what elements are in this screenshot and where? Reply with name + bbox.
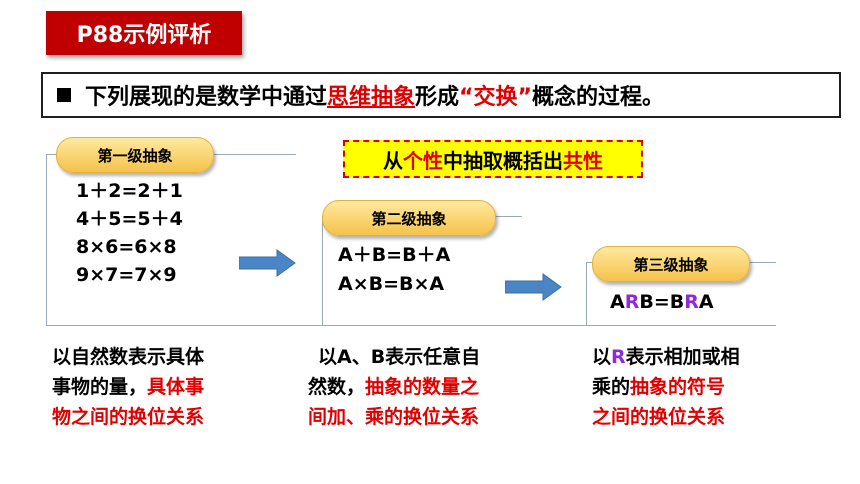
level3-eq-a: A [610,291,625,313]
desc3-line2: 乘的抽象的符号 [592,372,740,402]
desc2-line2: 然数，抽象的数量之 [308,372,480,402]
intro-statement: 下列展现的是数学中通过 思维抽象 形成 “交换” 概念的过程。 [41,72,841,118]
callout-text-a: 从 [383,148,403,173]
page-title: P88示例评析 [46,11,242,55]
desc2-line3: 间加、乘的换位关系 [308,406,480,428]
desc3-line2a: 乘的 [592,376,631,398]
desc2-line1: 以A、B表示任意自 [318,346,481,368]
level2-equation: A×B=B×A [338,273,445,295]
desc2-line2a: 然数， [308,376,366,398]
intro-text-pre: 下列展现的是数学中通过 [85,85,328,110]
desc1-line3: 物之间的换位关系 [52,406,205,428]
callout-commonality: 共性 [563,148,603,173]
desc1-line2: 事物的量，具体事 [52,372,204,402]
level1-equation: 8×6=6×8 [76,236,177,258]
level2-label: 第二级抽象 [322,200,496,236]
level3-equation: ARB=BRA [610,289,714,315]
level3-eq-b: B=B [639,291,685,313]
level2-description: 以A、B表示任意自 然数，抽象的数量之 间加、乘的换位关系 [308,342,480,432]
level1-equation: 9×7=7×9 [76,264,177,286]
intro-text-post: 概念的过程。 [531,85,664,110]
level3-eq-r1: R [624,291,640,313]
square-bullet-icon [57,88,71,102]
desc3-line2b: 抽象的符号 [630,376,726,398]
level2-equation: A＋B=B＋A [338,244,451,266]
intro-text-mid: 形成 [415,85,460,110]
desc3-line1: 以R表示相加或相 [592,342,740,372]
desc1-line2a: 事物的量， [52,376,148,398]
level1-equation: 4＋5=5＋4 [76,208,183,230]
level1-description: 以自然数表示具体 事物的量，具体事 物之间的换位关系 [52,342,204,432]
desc2-line2b: 抽象的数量之 [365,376,480,398]
section-divider [46,325,776,326]
right-arrow-icon [505,273,562,301]
desc3-line3: 之间的换位关系 [592,406,726,428]
level3-eq-c: A [698,291,714,313]
level3-label: 第三级抽象 [592,246,750,282]
desc1-line2b: 具体事 [147,376,205,398]
intro-highlight-exchange: “交换” [459,85,532,110]
level1-equation: 1＋2=2＋1 [76,180,183,202]
level3-eq-r2: R [684,291,699,313]
level3-description: 以R表示相加或相 乘的抽象的符号 之间的换位关系 [592,342,740,432]
callout-individuality: 个性 [403,148,443,173]
desc3-line1a: 以 [592,346,612,368]
generalization-callout: 从 个性 中抽取概括出 共性 [343,140,643,178]
level1-label: 第一级抽象 [56,137,214,173]
desc3-line1b: 表示相加或相 [625,346,740,368]
intro-highlight-thinking-abstraction: 思维抽象 [327,85,416,110]
callout-text-c: 中抽取概括出 [443,148,563,173]
desc1-line1: 以自然数表示具体 [52,346,205,368]
right-arrow-icon [239,249,296,277]
desc3-line1r: R [611,346,626,368]
